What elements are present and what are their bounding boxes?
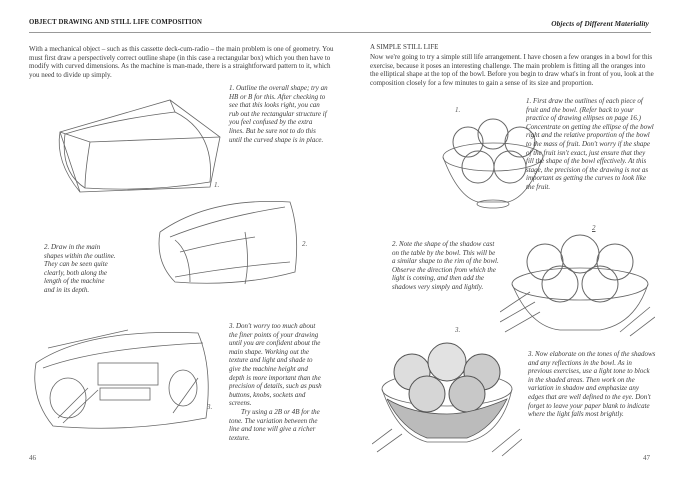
caption-2-left: 2. Draw in the main shapes within the ou… [44,243,116,294]
page-number-right: 47 [643,454,650,462]
caption-2-right: 2. Note the shape of the shadow cast on … [392,240,499,291]
step-label-1-right: 1. [455,106,461,114]
caption-3-left-text2: Try using a 2B or 4B for the tone. The v… [229,407,320,442]
section-title: A SIMPLE STILL LIFE [370,43,439,51]
cassette-shapes-sketch [158,201,298,285]
step-label-1-left: 1. [214,181,220,189]
header-rule-left [29,32,340,33]
intro-paragraph-left: With a mechanical object – such as this … [29,45,334,79]
page-number-left: 46 [29,454,36,462]
step-label-2-right: 2 [592,224,596,232]
caption-3-right: 3. Now elaborate on the tones of the sha… [528,350,656,419]
bowl-finished-sketch [372,342,522,457]
caption-3-left-text: 3. Don't worry too much about the finer … [229,322,322,408]
cassette-outline-sketch [58,99,221,193]
caption-1-right: 1. First draw the outlines of each piece… [526,97,654,191]
intro-paragraph-right: Now we're going to try a simple still li… [370,53,654,87]
step-label-3-right: 3. [455,326,461,334]
cassette-finished-sketch [34,329,209,429]
bowl-outline-sketch [442,118,544,209]
header-rule-right [340,32,651,33]
caption-1-left: 1. Outline the overall shape; try an HB … [229,84,328,144]
bowl-shadow-sketch [500,234,655,337]
caption-3-left: 3. Don't worry too much about the finer … [229,322,325,442]
running-head-right: Objects of Different Materiality [551,19,649,28]
step-label-2-left: 2. [302,240,308,248]
running-head-left: OBJECT DRAWING AND STILL LIFE COMPOSITIO… [29,19,202,26]
step-label-3-left: 3. [207,403,213,411]
